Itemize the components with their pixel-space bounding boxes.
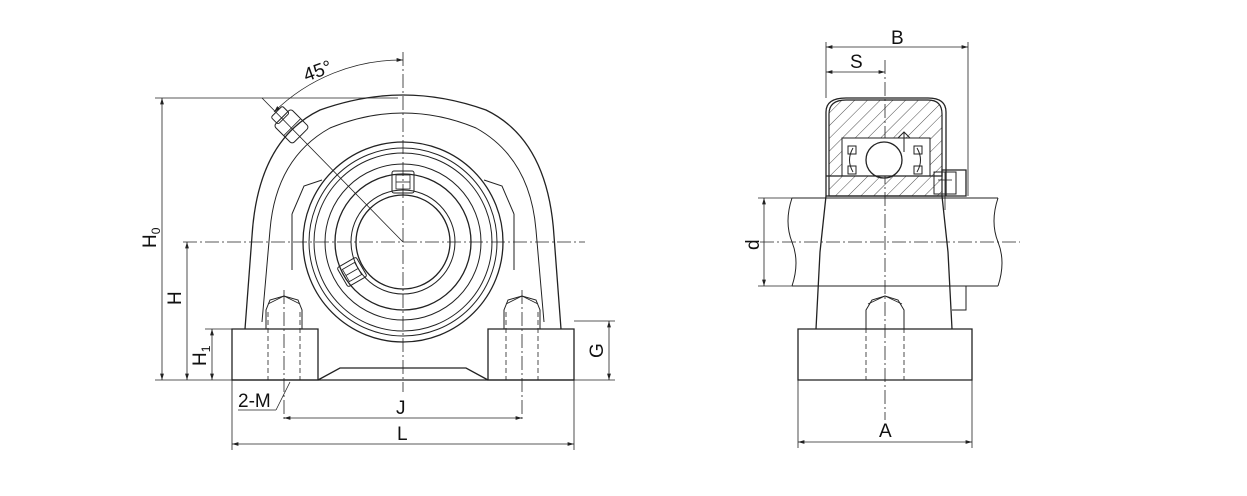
bearing-outer-ring-inner-edge: [308, 147, 498, 337]
side-set-screw: [933, 171, 957, 210]
seal-right: [916, 147, 921, 173]
h-label: H: [165, 291, 186, 305]
seal-lip-right-top: [913, 145, 923, 155]
bearing-bore: [355, 194, 451, 290]
seal-lip-left-top: [847, 145, 857, 155]
pedestal-right-step: [942, 285, 967, 311]
angle-label: 45°: [301, 57, 335, 87]
housing-outer-contour: [244, 94, 562, 330]
seal-lip-left-bottom: [847, 165, 857, 175]
grease-nipple: [271, 106, 309, 144]
bore-right-upper-edge: [483, 179, 515, 215]
front-view: 45° H0 H H1 G 2-M J L: [140, 52, 615, 450]
set-screw-side: [337, 257, 367, 287]
seal-left: [849, 147, 854, 173]
side-bolt-tip: [867, 295, 903, 305]
pedestal-left-edge: [815, 195, 827, 330]
inner-ring-extension: [826, 169, 967, 197]
base-right-foot: [487, 328, 575, 381]
bore-left-upper-edge: [291, 179, 323, 215]
housing-section-outline: [825, 97, 947, 196]
base-left-foot: [231, 328, 319, 381]
bearing-bore-chamfer: [350, 189, 456, 295]
bearing-inner-ring: [334, 173, 472, 311]
m-leader-line: [275, 381, 291, 411]
bearing-ball: [865, 141, 903, 179]
bearing-seal-outer: [313, 152, 493, 332]
m-label: 2-M: [238, 391, 271, 412]
b-label: B: [891, 28, 904, 49]
seal-lip-right-bottom: [913, 165, 923, 175]
shaft-right-break: [993, 197, 1003, 287]
bearing-insert-cavity: [841, 137, 931, 177]
h1-label: H1: [190, 345, 213, 366]
pedestal-right-edge: [941, 195, 953, 330]
set-screw-top: [391, 170, 415, 194]
h0-label: H0: [140, 227, 163, 248]
bearing-seal-inner: [324, 163, 482, 321]
housing-inner-contour: [261, 112, 545, 323]
l-label: L: [397, 424, 408, 445]
side-view: B S d A: [743, 28, 1020, 448]
g-label: G: [587, 343, 608, 358]
base-bottom-relief: [317, 367, 489, 381]
j-label: J: [396, 398, 406, 419]
a-label: A: [879, 421, 892, 442]
shaft-left-break: [787, 197, 797, 287]
angle-arc: [273, 58, 404, 113]
d-label: d: [743, 239, 764, 250]
s-label: S: [850, 52, 863, 73]
bearing-outer-ring: [302, 141, 504, 343]
nipple-45-axis: [261, 97, 404, 243]
